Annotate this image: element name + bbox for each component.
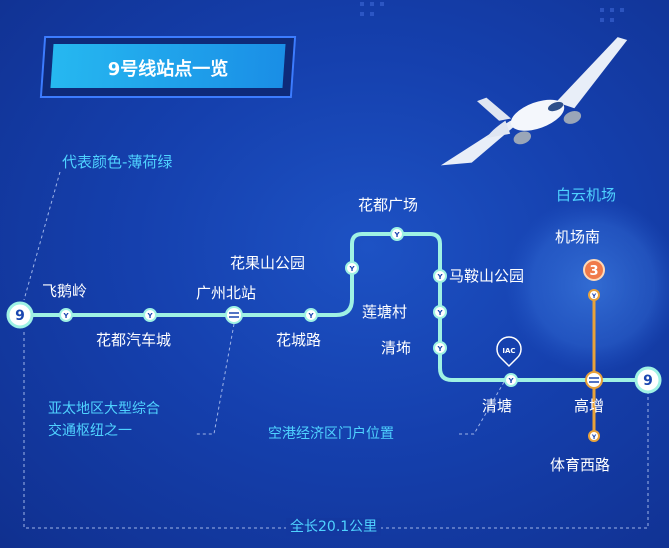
station-maanshan: Y (433, 269, 447, 283)
svg-text:Y: Y (348, 265, 355, 273)
svg-text:Y: Y (436, 273, 443, 281)
line3-marker: 3 (583, 259, 605, 281)
station-qingtang: Y (504, 373, 518, 387)
iac-label: IAC (502, 347, 515, 355)
page-title: 9号线站点一览 (107, 59, 229, 80)
svg-text:Y: Y (591, 293, 597, 300)
station-huadu-square: Y (390, 227, 404, 241)
station-label-feieling: 飞鹅岭 (42, 282, 88, 300)
airplane-icon (440, 37, 628, 166)
location-pin-icon: IAC (496, 336, 522, 368)
station-feieling: Y (59, 308, 73, 322)
station-label-huacheng-rd: 花城路 (276, 331, 322, 349)
total-length: 全长20.1公里 (286, 518, 382, 536)
station-gaozeng (585, 371, 603, 389)
hub-note-line2: 交通枢纽之一 (48, 423, 132, 439)
title-banner: 9号线站点一览 (39, 36, 297, 98)
station-label-gaozeng: 高增 (574, 397, 605, 415)
line9-number-west: 9 (15, 308, 25, 324)
dashed-brackets (23, 171, 649, 529)
station-label-maanshan: 马鞍山公园 (449, 267, 525, 285)
station-huacheng-rd: Y (304, 308, 318, 322)
station-label-qingtang: 清塘 (482, 397, 513, 415)
svg-text:Y: Y (62, 312, 69, 320)
station-huadu-bus: Y (143, 308, 157, 322)
svg-text:Y: Y (507, 377, 514, 385)
svg-text:Y: Y (146, 312, 153, 320)
line9-terminal-east: 9 (634, 366, 662, 394)
station-label-qingbu: 清㘵 (381, 339, 412, 357)
interchange-icon (225, 306, 243, 324)
svg-text:Y: Y (393, 231, 400, 239)
station-airport-south: Y (588, 289, 600, 301)
hub-note-line1: 亚太地区大型综合 (48, 401, 160, 417)
station-huaguoshan: Y (345, 261, 359, 275)
station-label-huadu-square: 花都广场 (358, 196, 419, 214)
airport-area (505, 197, 669, 373)
line3-number: 3 (589, 264, 598, 279)
gateway-note: 空港经济区门户位置 (268, 426, 394, 442)
station-label-huaguoshan: 花果山公园 (230, 254, 306, 272)
svg-text:Y: Y (436, 345, 443, 353)
svg-text:Y: Y (307, 312, 314, 320)
airport-name: 白云机场 (556, 186, 617, 204)
station-label-guangzhou-north: 广州北站 (196, 284, 257, 302)
station-label-huadu-bus: 花都汽车城 (96, 331, 172, 349)
line9-terminal-west: 9 (6, 301, 34, 329)
line9-number-east: 9 (643, 373, 653, 389)
decorative-dots (360, 2, 624, 22)
svg-text:Y: Y (591, 434, 597, 441)
station-label-tiyu-xilu: 体育西路 (550, 456, 611, 474)
station-tiyu-xilu: Y (588, 430, 600, 442)
line-color-note: 代表颜色-薄荷绿 (62, 153, 173, 171)
station-label-airport-south: 机场南 (555, 228, 601, 246)
station-qingbu: Y (433, 341, 447, 355)
svg-text:Y: Y (436, 309, 443, 317)
station-liantangcun: Y (433, 305, 447, 319)
station-label-liantangcun: 莲塘村 (362, 303, 408, 321)
